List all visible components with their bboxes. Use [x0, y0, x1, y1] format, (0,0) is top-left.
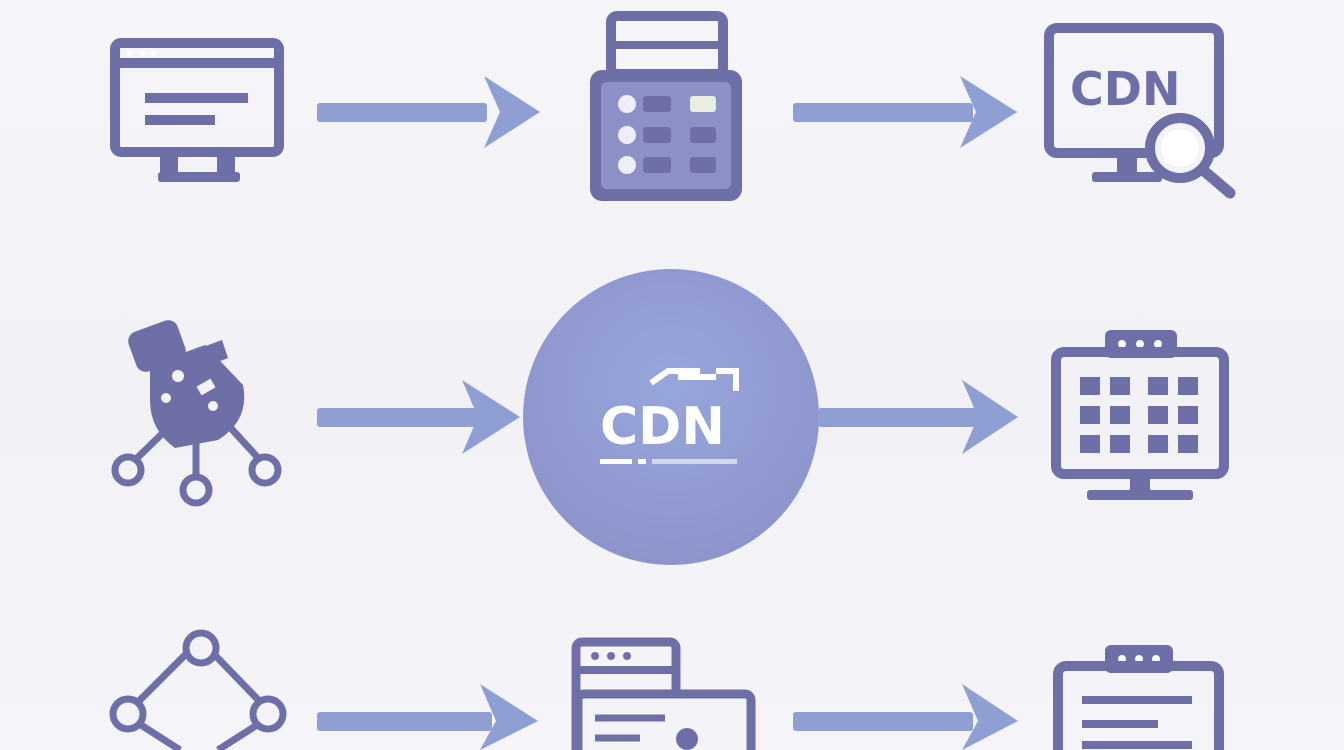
arrow-row3-a: [317, 684, 538, 750]
network-nodes-icon: [111, 320, 282, 507]
server-panel-icon: [590, 11, 742, 201]
cdn-center-label: CDN: [600, 397, 725, 457]
browser-monitor-icon: [110, 38, 284, 182]
browser-window-icon: [571, 637, 756, 750]
arrow-row3-b: [793, 684, 1018, 750]
arrow-row1-a: [317, 76, 540, 148]
diamond-network-icon: [109, 629, 287, 750]
arrow-row2-b: [818, 380, 1018, 454]
cdn-monitor-search-icon: CDN: [1044, 23, 1236, 199]
document-window-icon: [1053, 645, 1224, 750]
arrow-row2-a: [317, 380, 520, 454]
cdn-circle-icon: CDN: [523, 269, 819, 565]
arrow-row1-b: [793, 76, 1017, 148]
cdn-monitor-label: CDN: [1070, 62, 1180, 116]
grid-monitor-icon: [1051, 330, 1229, 500]
